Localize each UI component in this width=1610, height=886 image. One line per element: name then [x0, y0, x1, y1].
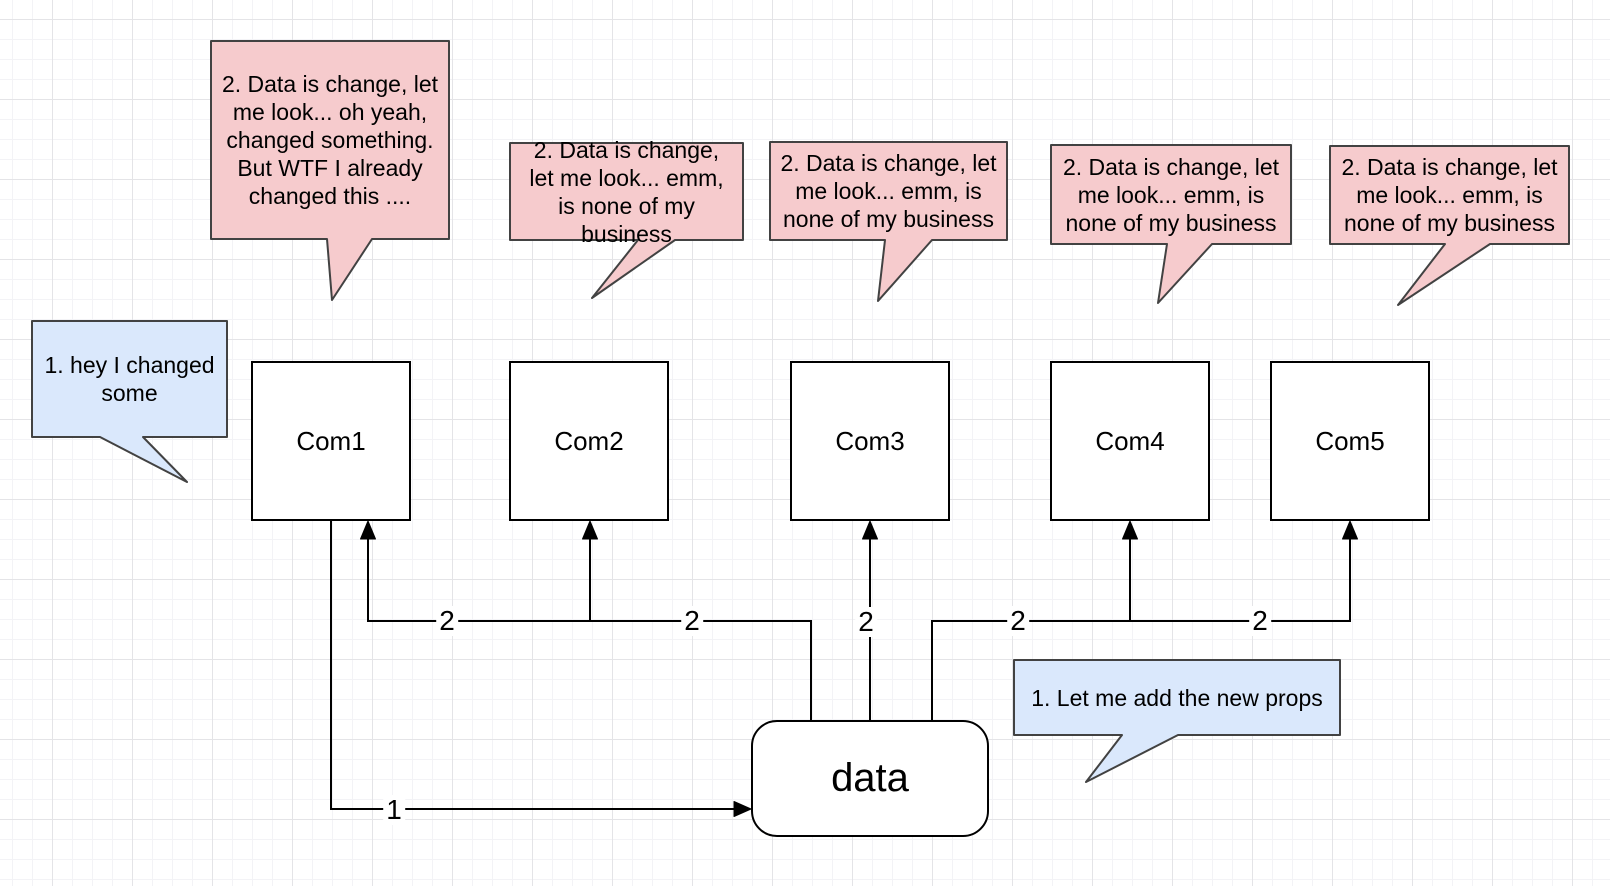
- node-com1[interactable]: Com1: [251, 361, 411, 521]
- callout-com5[interactable]: 2. Data is change, let me look... emm, i…: [1329, 145, 1570, 306]
- node-com3-label: Com3: [835, 425, 905, 456]
- edge-label-2-com2: 2: [681, 606, 703, 636]
- node-com4[interactable]: Com4: [1050, 361, 1210, 521]
- callout-user-right-text: 1. Let me add the new props: [1031, 684, 1323, 711]
- arrowhead-into-com1: [360, 520, 376, 540]
- edge-label-2-com1: 2: [436, 606, 458, 636]
- arrowhead-into-com4: [1122, 520, 1138, 540]
- callout-user-left[interactable]: 1. hey I changed some: [31, 320, 228, 483]
- speech-bubble-shape: [509, 142, 744, 299]
- speech-bubble-shape: [769, 141, 1008, 302]
- edge-label-2-com3: 2: [855, 607, 877, 637]
- edge-com1-to-data: [330, 521, 735, 810]
- callout-com1-text: 2. Data is change, let me look... oh yea…: [221, 71, 439, 209]
- node-com2[interactable]: Com2: [509, 361, 669, 521]
- edge-label-1: 1: [383, 795, 405, 825]
- speech-bubble-shape: [1329, 145, 1570, 306]
- callout-user-right[interactable]: 1. Let me add the new props: [1013, 659, 1341, 783]
- node-com2-label: Com2: [554, 425, 624, 456]
- node-com5[interactable]: Com5: [1270, 361, 1430, 521]
- edge-data-to-com5: [931, 538, 1351, 720]
- node-com5-label: Com5: [1315, 425, 1385, 456]
- node-data-label: data: [831, 756, 909, 800]
- speech-bubble-shape: [1013, 659, 1341, 783]
- callout-com5-text: 2. Data is change, let me look... emm, i…: [1341, 154, 1558, 236]
- callout-com4[interactable]: 2. Data is change, let me look... emm, i…: [1050, 144, 1292, 304]
- callout-com4-text: 2. Data is change, let me look... emm, i…: [1062, 153, 1280, 236]
- callout-com3-text: 2. Data is change, let me look... emm, i…: [780, 150, 997, 232]
- callout-user-left-text: 1. hey I changed some: [44, 352, 215, 406]
- arrowhead-into-data: [733, 801, 752, 817]
- node-com4-label: Com4: [1095, 425, 1165, 456]
- node-data[interactable]: data: [751, 720, 989, 837]
- speech-bubble-shape: [31, 320, 228, 483]
- callout-com3[interactable]: 2. Data is change, let me look... emm, i…: [769, 141, 1008, 302]
- callout-com2[interactable]: 2. Data is change, let me look... emm, i…: [509, 136, 744, 300]
- arrowhead-into-com3: [862, 520, 878, 540]
- arrowhead-into-com2: [582, 520, 598, 540]
- speech-bubble-shape: [1050, 144, 1292, 304]
- speech-bubble-shape: [210, 40, 450, 301]
- callout-com2-text: 2. Data is change, let me look... emm, i…: [529, 136, 724, 247]
- edge-label-2-com4: 2: [1007, 606, 1029, 636]
- node-com3[interactable]: Com3: [790, 361, 950, 521]
- callout-com1[interactable]: 2. Data is change, let me look... oh yea…: [210, 40, 450, 302]
- arrowhead-into-com5: [1342, 520, 1358, 540]
- edge-label-2-com5: 2: [1249, 606, 1271, 636]
- node-com1-label: Com1: [296, 425, 366, 456]
